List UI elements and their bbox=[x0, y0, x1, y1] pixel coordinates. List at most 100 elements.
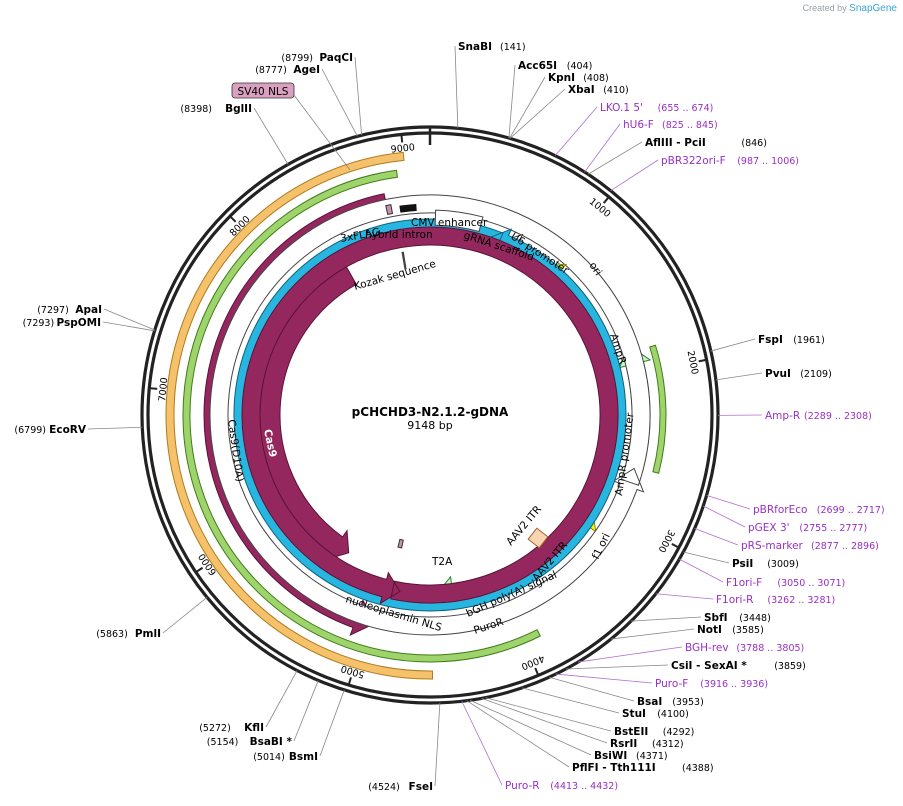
site-name: pGEX 3' bbox=[748, 522, 790, 534]
site-name: FseI bbox=[409, 781, 433, 793]
site-name: PvuI bbox=[765, 368, 791, 380]
site-leader bbox=[655, 593, 714, 600]
site-position: (2289 .. 2308) bbox=[804, 411, 872, 422]
site-position: (4312) bbox=[652, 739, 684, 750]
site-leader bbox=[103, 308, 155, 331]
site-name: F1ori-F bbox=[726, 577, 762, 589]
kozak-label: Kozak sequence bbox=[353, 258, 438, 293]
site-name: PmlI bbox=[135, 628, 161, 640]
site-name: Puro-F bbox=[655, 678, 688, 690]
site-leader bbox=[555, 673, 653, 684]
site-position: (4413 .. 4432) bbox=[550, 781, 618, 792]
site-position: (3448) bbox=[739, 613, 771, 624]
ruler-tick bbox=[602, 196, 610, 204]
site-name: Acc65I bbox=[518, 60, 557, 72]
site-leader bbox=[703, 505, 746, 528]
kozak-mark bbox=[401, 251, 407, 270]
site-position: (2755 .. 2777) bbox=[799, 523, 867, 534]
site-name: AgeI bbox=[293, 64, 320, 76]
site-position: (825 .. 845) bbox=[662, 120, 718, 131]
site-position: (3788 .. 3805) bbox=[736, 643, 804, 654]
site-position: (3916 .. 3936) bbox=[700, 679, 768, 690]
puror-highlight-green bbox=[182, 169, 541, 663]
site-position: (4524) bbox=[368, 782, 400, 793]
site-name: BGH-rev bbox=[685, 642, 729, 654]
site-position: (2109) bbox=[800, 369, 832, 380]
ruler-tick bbox=[149, 387, 158, 390]
site-position: (7297) bbox=[37, 305, 69, 316]
site-name: BstEII bbox=[614, 726, 648, 738]
site-leader bbox=[454, 45, 459, 129]
site-position: (404) bbox=[567, 61, 593, 72]
site-name: XbaI bbox=[568, 84, 595, 96]
t2a-box bbox=[397, 538, 404, 549]
ruler-label: 2000 bbox=[685, 350, 701, 376]
site-position: (3050 .. 3071) bbox=[777, 578, 845, 589]
nucleoplasmin-nls-arrow bbox=[241, 226, 619, 605]
site-name: FspI bbox=[758, 334, 783, 346]
site-name: BsaI bbox=[637, 696, 662, 708]
site-name: BsmI bbox=[289, 751, 318, 763]
hybrid-intron-label: hybrid intron bbox=[365, 229, 433, 241]
site-position: (3585) bbox=[732, 625, 764, 636]
ruler-label: 4000 bbox=[519, 652, 546, 671]
site-name: PaqCI bbox=[319, 52, 353, 64]
t2a-label: T2A bbox=[431, 556, 453, 568]
site-leader bbox=[706, 495, 751, 510]
credit-brand: SnapGene bbox=[849, 3, 897, 14]
ruler-tick bbox=[400, 134, 404, 143]
plasmid-length: 9148 bp bbox=[407, 419, 452, 432]
site-labels: SnaBI(141)Acc65I(404)KpnI(408)XbaI(410)L… bbox=[14, 41, 884, 793]
site-position: (5863) bbox=[96, 629, 128, 640]
ruler-label: 1000 bbox=[587, 196, 613, 220]
sv40-nls-label: SV40 NLS bbox=[238, 86, 289, 98]
site-leader bbox=[461, 701, 503, 786]
site-position: (8398) bbox=[180, 104, 212, 115]
site-leader bbox=[508, 64, 516, 139]
site-position: (3859) bbox=[774, 661, 806, 672]
site-name: PspOMI bbox=[56, 317, 101, 329]
site-leader bbox=[434, 702, 441, 787]
site-leader bbox=[584, 123, 621, 173]
ruler-tick bbox=[195, 566, 204, 574]
site-leader bbox=[87, 426, 143, 430]
site-position: (8777) bbox=[255, 65, 287, 76]
sv40-nls-box bbox=[231, 82, 295, 99]
site-position: (410) bbox=[603, 85, 629, 96]
site-position: (5272) bbox=[199, 723, 231, 734]
site-leader bbox=[715, 372, 763, 381]
site-name: PsiI bbox=[732, 558, 753, 570]
site-name: StuI bbox=[622, 708, 646, 720]
site-name: ApaI bbox=[75, 304, 102, 316]
cmv-enhancer-label: CMV enhancer bbox=[411, 217, 488, 229]
site-name: LKO.1 5' bbox=[600, 102, 643, 114]
site-leader bbox=[577, 646, 683, 663]
site-position: (987 .. 1006) bbox=[737, 156, 799, 167]
site-name: pBRforEco bbox=[753, 504, 807, 516]
site-name: Amp-R bbox=[765, 410, 800, 422]
site-position: (4292) bbox=[663, 727, 695, 738]
site-position: (3953) bbox=[672, 697, 704, 708]
site-position: (8799) bbox=[281, 53, 313, 64]
site-position: (655 .. 674) bbox=[658, 103, 714, 114]
site-leader bbox=[522, 687, 620, 714]
ruler-label: 9000 bbox=[390, 142, 415, 155]
ruler-tick bbox=[229, 215, 237, 223]
site-leader bbox=[293, 680, 319, 742]
ruler-tick bbox=[698, 358, 707, 363]
site-position: (2877 .. 2896) bbox=[811, 541, 879, 552]
site-leader bbox=[610, 159, 659, 192]
site-leader bbox=[466, 700, 570, 768]
site-position: (3262 .. 3281) bbox=[767, 595, 835, 606]
site-leader bbox=[509, 76, 546, 139]
site-name: Puro-R bbox=[505, 780, 540, 792]
cas9-label: Cas9 bbox=[261, 428, 279, 458]
feature-arcs bbox=[165, 151, 667, 680]
site-leader bbox=[102, 321, 155, 332]
site-name: F1ori-R bbox=[716, 594, 753, 606]
site-leader bbox=[610, 628, 695, 640]
site-position: (1961) bbox=[793, 335, 825, 346]
site-position: (5014) bbox=[253, 752, 285, 763]
site-leader bbox=[554, 106, 598, 156]
site-leader bbox=[253, 107, 289, 165]
